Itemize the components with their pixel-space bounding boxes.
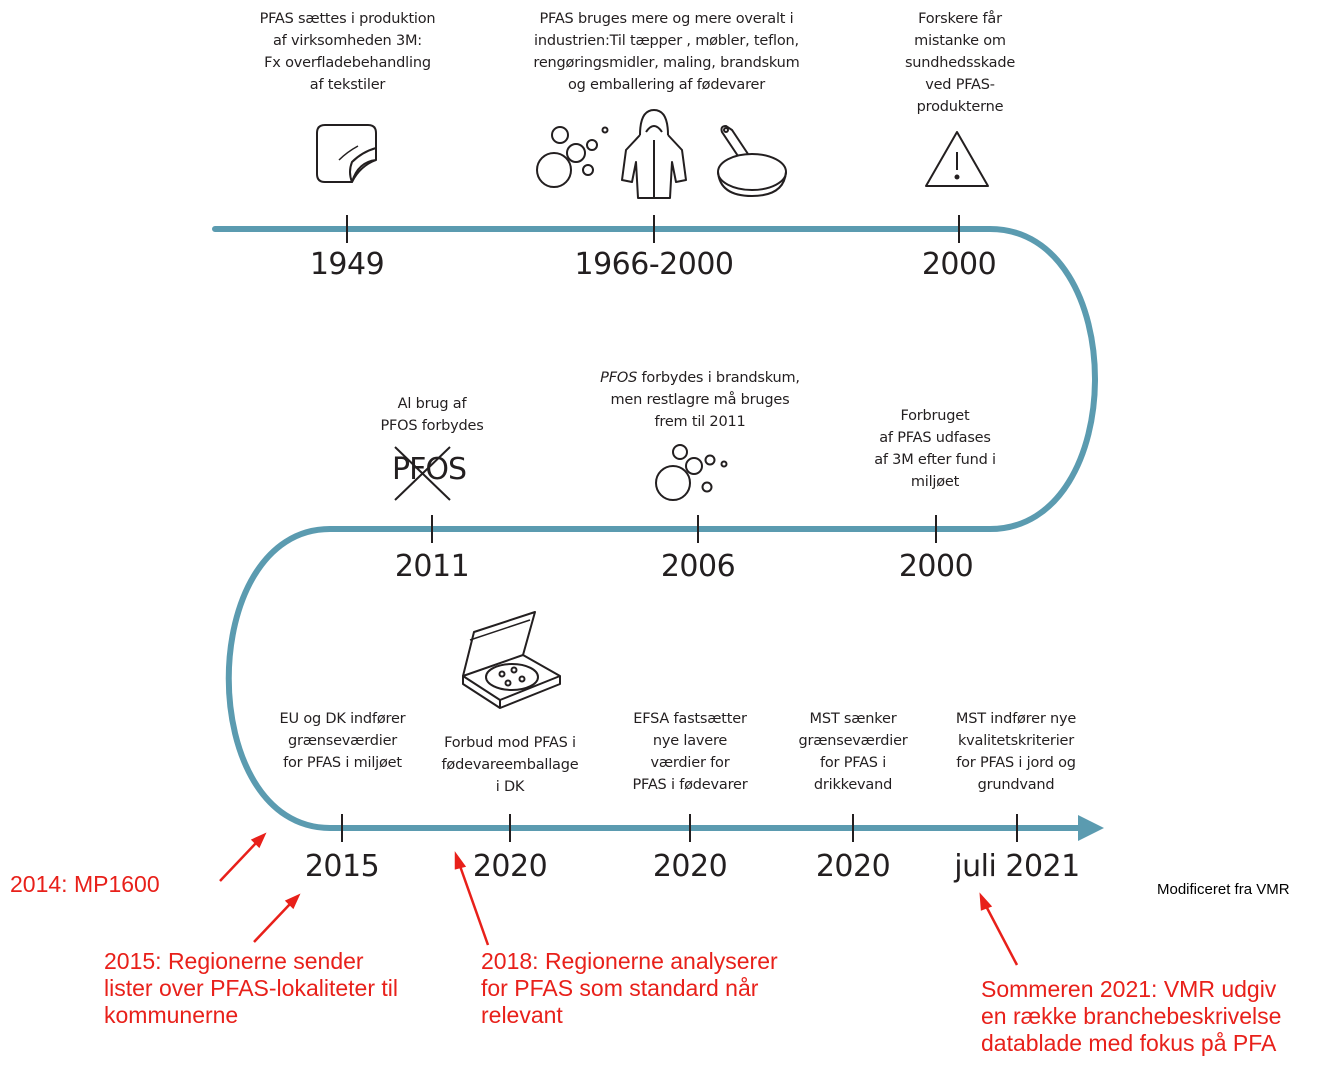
- event-desc-juli-2021: MST indfører nye kvalitetskriterier for …: [955, 711, 1077, 793]
- pfos-crossed-text: PFOS: [392, 452, 467, 487]
- bubbles-icon: [536, 126, 609, 188]
- source-credit: Modificeret fra VMR: [1157, 881, 1290, 898]
- year-label-2011: 2011: [394, 549, 470, 584]
- year-label-2006: 2006: [660, 549, 736, 584]
- year-label-2020-c: 2020: [815, 849, 891, 884]
- event-desc-2020-packaging: Forbud mod PFAS i fødevareemballage i DK: [441, 735, 579, 795]
- raincoat-icon: [621, 109, 687, 199]
- timeline-path: [212, 226, 1098, 831]
- event-desc-2000-phaseout: Forbruget af PFAS udfases af 3M efter fu…: [874, 408, 996, 490]
- event-desc-2020-mst: MST sænker grænseværdier for PFAS i drik…: [798, 711, 908, 793]
- event-desc-1949: PFAS sættes i produktion af virksomheden…: [259, 11, 436, 93]
- frying-pan-icon: [717, 124, 787, 198]
- note-2018: 2018: Regionerne analyserer for PFAS som…: [481, 948, 778, 1028]
- event-desc-2011: Al brug af PFOS forbydes: [380, 396, 484, 434]
- event-desc-1966-2000: PFAS bruges mere og mere overalt i indus…: [533, 11, 800, 93]
- year-label-2020-b: 2020: [652, 849, 728, 884]
- warning-triangle-icon: [925, 131, 989, 187]
- event-desc-2020-efsa: EFSA fastsætter nye lavere værdier for P…: [632, 711, 748, 793]
- pizza-box-icon: [462, 611, 561, 709]
- timeline-arrowhead: [1078, 815, 1104, 841]
- crossed-out-pfos-icon: [394, 446, 451, 501]
- note-2014: 2014: MP1600: [10, 871, 160, 897]
- year-label-2020-a: 2020: [472, 849, 548, 884]
- year-label-1949: 1949: [309, 247, 385, 282]
- event-desc-2006: PFOS forbydes i brandskum, men restlagre…: [600, 370, 800, 430]
- note-2021: Sommeren 2021: VMR udgiv en række branch…: [981, 976, 1282, 1056]
- bubbles-icon: [655, 444, 728, 501]
- note-2015: 2015: Regionerne sender lister over PFAS…: [104, 948, 398, 1028]
- year-label-1966-2000: 1966-2000: [574, 247, 734, 282]
- event-desc-2015: EU og DK indfører grænseværdier for PFAS…: [279, 711, 406, 771]
- tick-marks: [341, 215, 1018, 842]
- year-label-2000-row2: 2000: [898, 549, 974, 584]
- year-label-2015: 2015: [304, 849, 380, 884]
- annotation-arrows: [219, 832, 1019, 966]
- event-desc-2000-suspicion: Forskere får mistanke om sundhedsskade v…: [904, 11, 1016, 115]
- year-label-2000-row1: 2000: [921, 247, 997, 282]
- peel-sheet-icon: [316, 124, 377, 183]
- year-label-juli-2021: juli 2021: [954, 849, 1080, 884]
